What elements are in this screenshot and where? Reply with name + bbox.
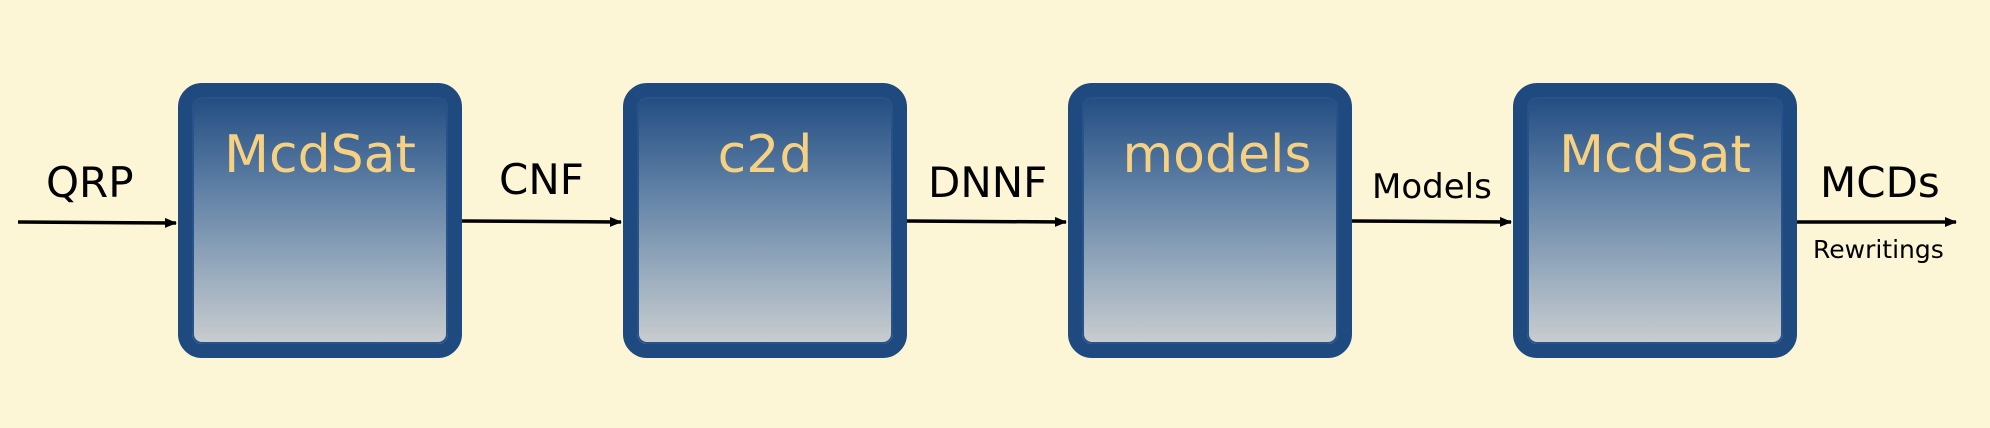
edge-label-models: Models xyxy=(1372,167,1492,207)
box-title: McdSat xyxy=(224,125,416,185)
arrow-models xyxy=(1351,216,1512,227)
box-title: c2d xyxy=(717,125,813,185)
edge-label-cnf: CNF xyxy=(499,155,584,204)
arrow-cnf xyxy=(461,216,622,227)
input-arrow xyxy=(17,217,177,228)
mcdsat-box-2: McdSat xyxy=(1513,83,1797,358)
box-title: McdSat xyxy=(1559,125,1751,185)
arrow-dnnf xyxy=(906,216,1067,227)
models-box: models xyxy=(1068,83,1352,358)
mcdsat-box-1: McdSat xyxy=(178,83,462,358)
output-label: MCDs xyxy=(1820,158,1940,207)
input-label: QRP xyxy=(46,158,134,207)
box-title: models xyxy=(1122,125,1312,185)
c2d-box: c2d xyxy=(623,83,907,358)
output-sublabel: Rewritings xyxy=(1813,235,1944,264)
edge-label-dnnf: DNNF xyxy=(928,158,1048,207)
